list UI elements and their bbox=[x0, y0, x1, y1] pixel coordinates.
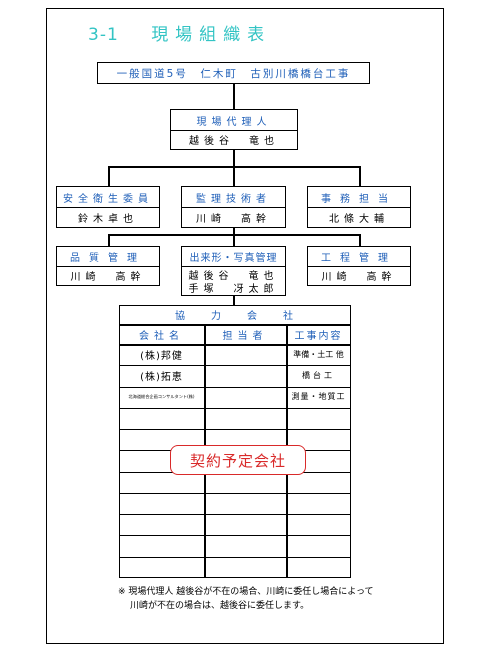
form-photo-name-2: 手塚 冴太郎 bbox=[188, 284, 279, 295]
cooperation-table bbox=[119, 305, 351, 578]
row1-work: 準備・土工 他 bbox=[293, 350, 344, 359]
column-person: 担当者 bbox=[222, 330, 268, 342]
table-row-divider bbox=[119, 493, 351, 494]
form-photo-role: 出来形・写真管理 bbox=[182, 247, 285, 267]
connector-agent-down bbox=[233, 150, 235, 166]
project-box: 一般国道5号 仁木町 古別川橋橋台工事 bbox=[97, 62, 370, 84]
project-name: 一般国道5号 仁木町 古別川橋橋台工事 bbox=[116, 67, 351, 80]
connector-project-agent bbox=[233, 84, 235, 109]
row2-work: 橋台工 bbox=[302, 371, 335, 380]
table-row-divider bbox=[119, 344, 351, 346]
cooperation-header: 協 力 会 社 bbox=[175, 311, 295, 322]
connector-left-1 bbox=[108, 166, 110, 186]
row3-work: 測量・地質工 bbox=[291, 392, 346, 401]
row2-company: (株)拓恵 bbox=[140, 372, 183, 383]
row1-company: (株)邦健 bbox=[140, 351, 183, 362]
connector-bus-2 bbox=[108, 234, 360, 236]
table-header-divider bbox=[119, 324, 351, 326]
table-row-divider bbox=[119, 387, 351, 388]
schedule-box: 工程管理 川崎 高幹 bbox=[307, 246, 411, 286]
schedule-role: 工程管理 bbox=[308, 247, 410, 267]
supervisor-name: 川崎 高幹 bbox=[196, 213, 271, 225]
connector-right-2 bbox=[359, 234, 361, 246]
quality-box: 品質管理 川崎 高幹 bbox=[56, 246, 160, 286]
office-box: 事務担当 北條大輔 bbox=[307, 186, 411, 228]
row3-company: 北海道総合企画コンサルタント(株) bbox=[128, 393, 195, 399]
agent-role: 現場代理人 bbox=[171, 110, 297, 131]
supervisor-box: 監理技術者 川崎 高幹 bbox=[181, 186, 286, 228]
office-name: 北條大輔 bbox=[329, 213, 389, 225]
connector-left-2 bbox=[108, 234, 110, 246]
section-number: 3-1 bbox=[88, 25, 119, 45]
quality-role: 品質管理 bbox=[57, 247, 159, 267]
form-photo-name-1: 越後谷 竜也 bbox=[188, 271, 279, 282]
safety-name: 鈴木卓也 bbox=[78, 213, 138, 225]
form-photo-box: 出来形・写真管理 越後谷 竜也 手塚 冴太郎 bbox=[181, 246, 286, 296]
table-row-divider bbox=[119, 408, 351, 409]
agent-name: 越後谷 竜也 bbox=[189, 136, 279, 147]
table-row-divider bbox=[119, 557, 351, 558]
quality-name: 川崎 高幹 bbox=[70, 272, 146, 283]
page-frame bbox=[46, 8, 444, 644]
safety-role: 安全衛生委員 bbox=[57, 187, 159, 208]
schedule-name: 川崎 高幹 bbox=[321, 272, 397, 283]
table-row-divider bbox=[119, 514, 351, 515]
connector-center-3 bbox=[233, 296, 235, 305]
column-company: 会社名 bbox=[139, 330, 184, 342]
table-row-divider bbox=[119, 429, 351, 430]
note-line-1: ※ 現場代理人 越後谷が不在の場合、川崎に委任し場合によって bbox=[118, 587, 374, 597]
safety-box: 安全衛生委員 鈴木卓也 bbox=[56, 186, 160, 228]
connector-center-1 bbox=[233, 166, 235, 186]
page-title: 3-1 現場組織表 bbox=[88, 20, 271, 45]
contract-planned-stamp: 契約予定会社 bbox=[170, 445, 306, 475]
column-work: 工事内容 bbox=[294, 330, 343, 342]
note-line-2: 川崎が不在の場合は、越後谷に委任します。 bbox=[130, 601, 310, 611]
supervisor-role: 監理技術者 bbox=[182, 187, 285, 208]
connector-center-2 bbox=[233, 228, 235, 246]
agent-box: 現場代理人 越後谷 竜也 bbox=[170, 109, 298, 150]
table-row-divider bbox=[119, 365, 351, 366]
connector-right-1 bbox=[359, 166, 361, 186]
title-text: 現場組織表 bbox=[151, 25, 272, 45]
table-row-divider bbox=[119, 535, 351, 536]
office-role: 事務担当 bbox=[308, 187, 410, 208]
